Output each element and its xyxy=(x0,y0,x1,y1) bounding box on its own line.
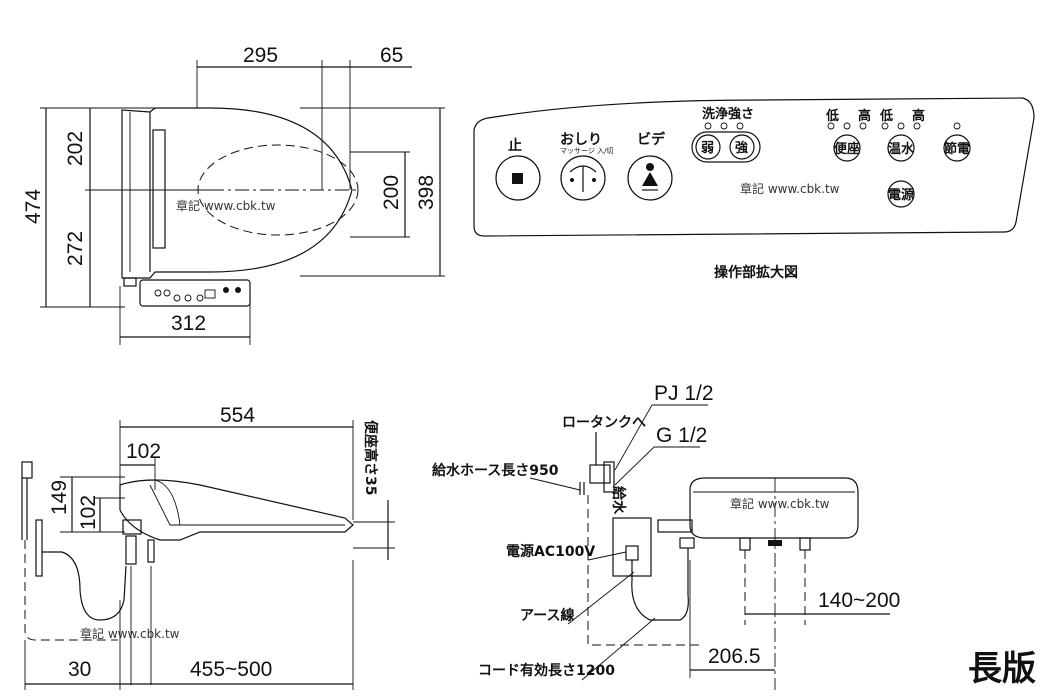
dim-200: 200 xyxy=(380,175,403,210)
weak-label: 弱 xyxy=(701,140,714,156)
power-button xyxy=(887,180,915,208)
label-supply-water: 給水 xyxy=(610,486,627,515)
dim-102-horizontal: 102 xyxy=(126,440,161,463)
label-g: G 1/2 xyxy=(656,424,707,447)
label-cord-length: コード有効長さ1200 xyxy=(478,662,615,679)
rear-view: PJ 1/2 ロータンクへ G 1/2 給水ホース長さ950 給水 電源AC10… xyxy=(432,382,900,690)
watermark-1: 章記 www.cbk.tw xyxy=(176,198,276,213)
label-power-ac: 電源AC100V xyxy=(506,543,595,560)
seat-button xyxy=(833,134,861,162)
dim-30: 30 xyxy=(68,658,91,681)
water-temp-button-label: 温水 xyxy=(888,141,915,157)
seat-high-label: 高 xyxy=(858,108,871,124)
dim-149: 149 xyxy=(48,480,71,515)
dim-102-vertical: 102 xyxy=(77,495,100,530)
control-panel-enlarged: 止 おしり マッサージ 入/切 ビデ 洗浄強さ 弱 強 低 高 xyxy=(473,97,1035,281)
wash-strength-label: 洗浄強さ xyxy=(702,106,754,122)
seat-low-label: 低 xyxy=(825,108,839,124)
long-version-badge: 長版 xyxy=(968,649,1036,689)
panel-caption: 操作部拡大図 xyxy=(714,264,798,281)
dim-554: 554 xyxy=(220,404,255,427)
oshiri-label: おしり xyxy=(560,132,602,148)
dim-474: 474 xyxy=(22,189,45,224)
seat-button-label: 便座 xyxy=(834,141,860,157)
dim-202: 202 xyxy=(64,131,87,166)
dim-312: 312 xyxy=(171,312,206,335)
bidet-icon xyxy=(642,163,658,191)
water-high-label: 高 xyxy=(912,108,925,124)
oshiri-button xyxy=(560,155,606,201)
power-save-label: 節電 xyxy=(944,141,970,157)
stop-icon xyxy=(512,173,523,184)
watermark-4: 章記 www.cbk.tw xyxy=(730,496,830,511)
oshiri-spray-icon xyxy=(569,165,597,192)
water-low-label: 低 xyxy=(879,108,893,124)
strong-button xyxy=(729,134,755,160)
dim-206-5: 206.5 xyxy=(708,645,761,668)
stop-button xyxy=(495,155,541,201)
dim-140-200: 140~200 xyxy=(818,589,900,612)
watermark-3: 章記 www.cbk.tw xyxy=(80,626,180,641)
bidet-label: ビデ xyxy=(637,131,666,148)
seat-height-note: 便座高さ35 xyxy=(362,420,379,495)
strong-label: 強 xyxy=(735,140,748,156)
label-earth-wire: アース線 xyxy=(520,607,574,624)
dim-272: 272 xyxy=(64,231,87,266)
dim-455-500: 455~500 xyxy=(190,658,272,681)
bidet-button xyxy=(627,155,673,201)
weak-button xyxy=(695,134,721,160)
power-save-button xyxy=(943,134,971,162)
dim-65: 65 xyxy=(380,44,403,67)
dim-398: 398 xyxy=(415,175,438,210)
watermark-2: 章記 www.cbk.tw xyxy=(740,181,840,196)
side-view: 554 102 149 102 便座高さ35 章記 www.cbk xyxy=(21,404,395,690)
label-to-tank: ロータンクへ xyxy=(562,415,646,431)
label-supply-hose: 給水ホース長さ950 xyxy=(432,462,559,479)
wash-strength-group xyxy=(691,131,761,163)
power-label: 電源 xyxy=(888,187,914,203)
water-temp-button xyxy=(887,134,915,162)
label-pj: PJ 1/2 xyxy=(654,382,714,405)
plan-view: 295 65 474 202 272 200 398 xyxy=(22,44,445,345)
stop-label: 止 xyxy=(508,137,522,154)
dim-295: 295 xyxy=(243,44,278,67)
oshiri-sub-label: マッサージ 入/切 xyxy=(560,147,613,155)
